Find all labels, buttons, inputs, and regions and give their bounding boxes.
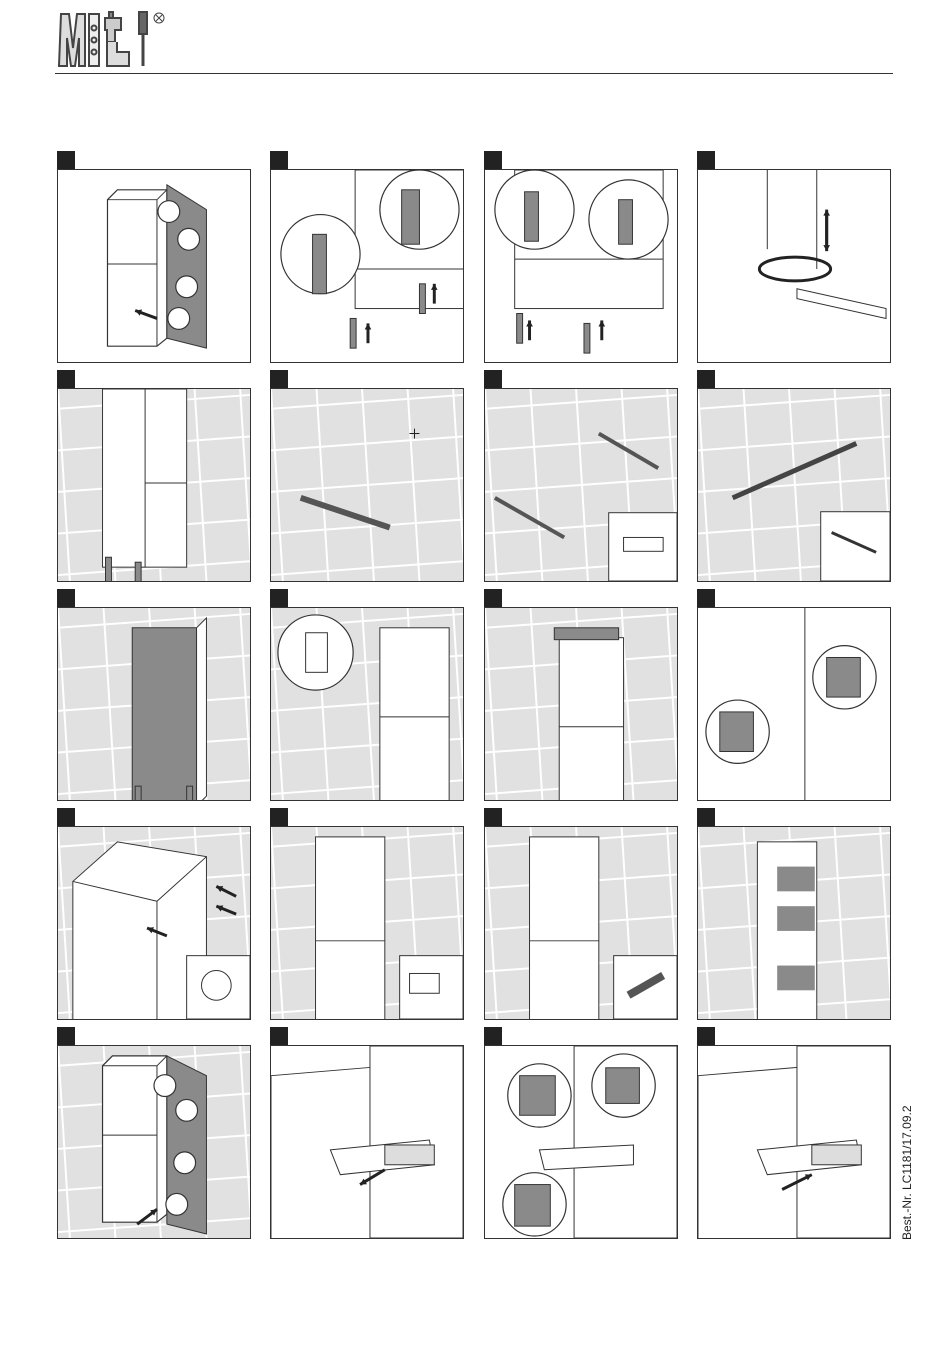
step-badge [697, 589, 715, 607]
step-20 [697, 1027, 891, 1239]
step-badge [697, 151, 715, 169]
step-badge [484, 370, 502, 388]
step-badge [270, 370, 288, 388]
step-badge [697, 370, 715, 388]
step-badge [57, 589, 75, 607]
step-14 [270, 808, 464, 1020]
door-hinges-mount-icon [57, 1045, 251, 1239]
shelf-pins-icon [484, 826, 678, 1020]
step-6 [270, 370, 464, 582]
step-8 [697, 370, 891, 582]
step-11 [484, 589, 678, 801]
hinge-adjust-detail-icon [484, 1045, 678, 1239]
step-badge [270, 808, 288, 826]
step-badge [57, 808, 75, 826]
step-19 [484, 1027, 678, 1239]
brand-logo-icon [55, 8, 167, 72]
step-badge [270, 1027, 288, 1045]
step-badge [57, 151, 75, 169]
step-7 [484, 370, 678, 582]
step-badge [270, 151, 288, 169]
step-18 [270, 1027, 464, 1239]
step-3 [484, 151, 678, 363]
wall-mark-pencil-icon [270, 388, 464, 582]
cabinet-open-door-hinges-icon [57, 169, 251, 363]
step-13 [57, 808, 251, 1020]
step-17 [57, 1027, 251, 1239]
cabinet-on-rail-icon [484, 607, 678, 801]
header-rule [55, 73, 893, 74]
wall-drill-bits-icon [484, 388, 678, 582]
step-4 [697, 151, 891, 363]
hinge-clip-push-icon [697, 1045, 891, 1239]
cabinet-against-wall-measure-icon [57, 388, 251, 582]
step-5 [57, 370, 251, 582]
step-1 [57, 151, 251, 363]
step-badge [697, 1027, 715, 1045]
hinge-clip-on-icon [270, 1045, 464, 1239]
height-adjust-foot-icon [697, 169, 891, 363]
step-badge [484, 808, 502, 826]
step-2 [270, 151, 464, 363]
step-15 [484, 808, 678, 1020]
step-12 [697, 589, 891, 801]
step-10 [270, 589, 464, 801]
step-badge [484, 151, 502, 169]
step-badge [484, 589, 502, 607]
step-badge [484, 1027, 502, 1045]
page-header [0, 0, 950, 80]
step-badge [697, 808, 715, 826]
step-badge [270, 589, 288, 607]
leg-mount-detail-icon [484, 169, 678, 363]
wall-rail-screw-icon [697, 388, 891, 582]
step-badge [57, 370, 75, 388]
shelf-supports-icon [270, 826, 464, 1020]
shelves-inserted-icon [697, 826, 891, 1020]
cabinet-back-panel-icon [57, 607, 251, 801]
step-9 [57, 589, 251, 801]
step-16 [697, 808, 891, 1020]
cabinet-top-dowels-icon [57, 826, 251, 1020]
cabinet-hanger-detail-icon [270, 607, 464, 801]
order-number: Best.-Nr. LC1181/17.09.2 [900, 1105, 914, 1240]
leg-mount-detail-icon [270, 169, 464, 363]
step-badge [57, 1027, 75, 1045]
adjuster-blocks-icon [697, 607, 891, 801]
